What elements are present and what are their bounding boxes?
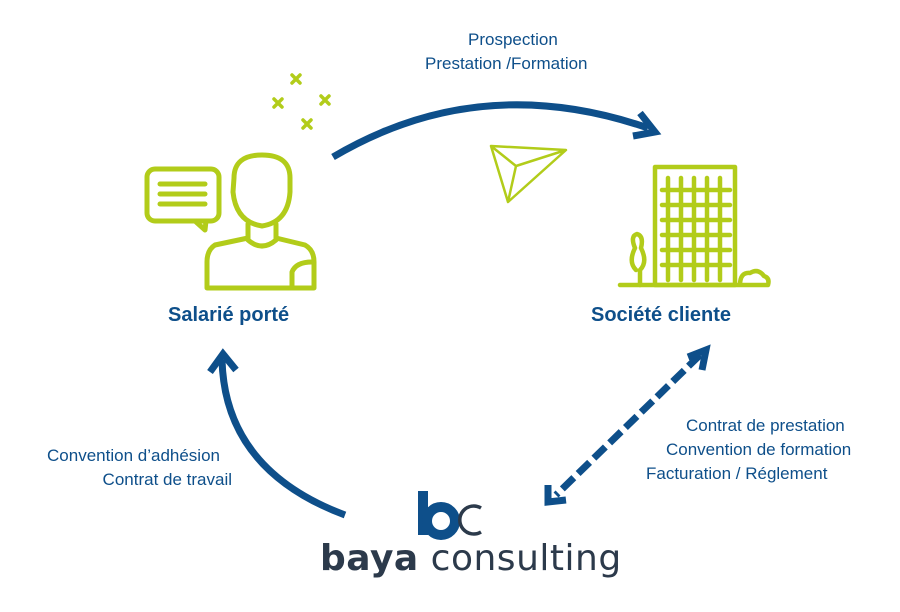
arrowhead-top [632, 110, 662, 140]
right-label-line2: Convention de formation [666, 440, 852, 459]
arrow-top [331, 101, 650, 161]
employee-icon [144, 152, 317, 291]
arrowhead-right-top [686, 344, 711, 371]
paper-plane-icon [489, 144, 568, 204]
arrow-right [553, 352, 703, 498]
right-label-line1: Contrat de prestation [686, 416, 845, 435]
top-label-line1: Prospection [468, 30, 558, 49]
arrowhead-right-bottom [544, 485, 567, 506]
brand-rest: consulting [430, 538, 622, 579]
top-label-line2: Prestation /Formation [425, 54, 588, 73]
left-label-line1: Convention d’adhésion [47, 446, 220, 465]
node-employee: Salarié porté [168, 304, 290, 326]
brand-bold: baya [320, 538, 419, 579]
building-icon [617, 164, 771, 288]
node-client: Société cliente [591, 304, 732, 326]
brand-logo: baya consulting [320, 538, 622, 579]
arrow-left [218, 359, 347, 519]
right-label-line3: Facturation / Réglement [646, 464, 828, 483]
left-label-line2: Contrat de travail [102, 470, 232, 489]
arrowhead-left [207, 348, 239, 375]
sparkle-icons [272, 73, 331, 130]
bc-monogram [418, 491, 482, 540]
